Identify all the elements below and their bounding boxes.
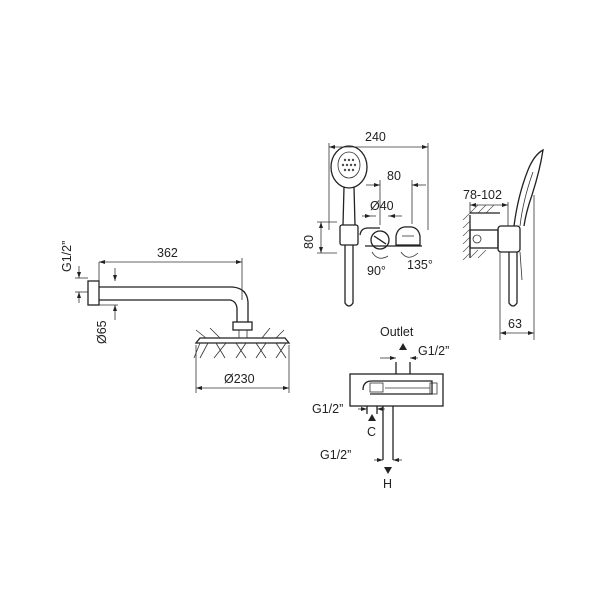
valve-body-drawing: Outlet G1/2” G1/2” C G1/2” H: [312, 325, 449, 491]
angle-left-label: 90°: [367, 264, 386, 278]
cold-inlet-label: C: [367, 425, 376, 439]
shower-arm-drawing: 362 G1/2” Ø65 Ø230: [60, 241, 291, 393]
outlet-label: Outlet: [380, 325, 414, 339]
side-view-drawing: 78-102 63: [462, 148, 544, 340]
angle-right-label: 135°: [407, 258, 433, 272]
flange-diameter-label: Ø65: [95, 320, 109, 344]
hand-shower-drawing: 240 80 Ø40 80 90° 135°: [302, 130, 433, 307]
outlet-thread-label: G1/2”: [418, 344, 449, 358]
hot-thread-label: G1/2”: [320, 448, 351, 462]
hand-shower-height-label: 80: [302, 235, 316, 249]
head-diameter-label: Ø230: [224, 372, 255, 386]
knob-diameter-label: Ø40: [370, 199, 394, 213]
hot-inlet-label: H: [383, 477, 392, 491]
hand-shower-width-label: 240: [365, 130, 386, 144]
bottom-width-label: 63: [508, 317, 522, 331]
knob-spacing-label: 80: [387, 169, 401, 183]
depth-range-label: 78-102: [463, 188, 502, 202]
arm-length-label: 362: [157, 246, 178, 260]
arm-thread-label: G1/2”: [60, 241, 74, 272]
cold-thread-label: G1/2”: [312, 402, 343, 416]
